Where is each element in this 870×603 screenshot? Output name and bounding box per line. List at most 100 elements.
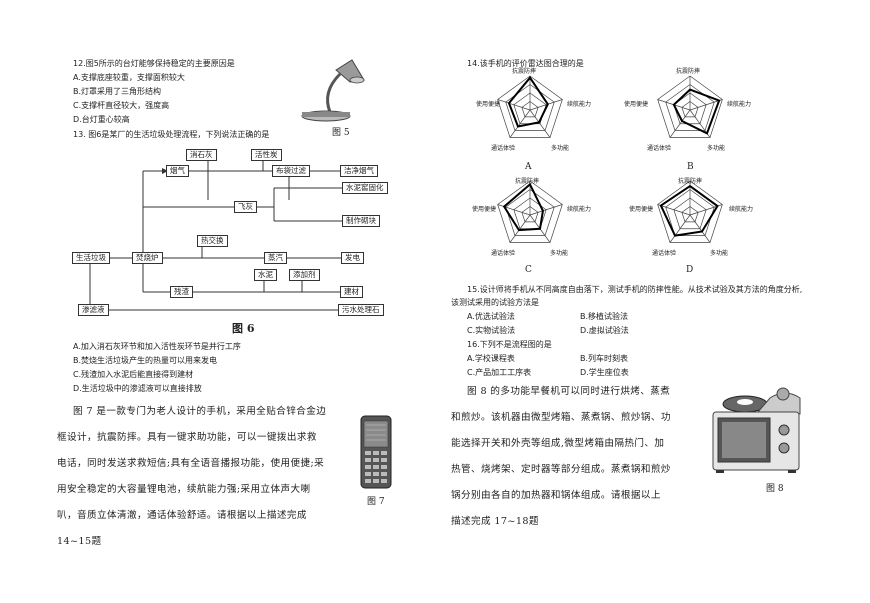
q15-option-d: D.虚拟试验法 [580, 326, 629, 335]
radar-d-axis-left: 使用便捷 [629, 206, 654, 213]
radar-c-axis-bottom-right: 多功能 [550, 250, 569, 257]
fig7-caption: 图 7 [367, 497, 385, 507]
radar-grid-ring [665, 189, 715, 236]
radar-spoke [669, 109, 691, 138]
q12-option-a: A.支撑底座较重，支撑面积较大 [73, 73, 185, 82]
passage7-line-6: 14~15题 [57, 536, 102, 547]
radar-a-axis-left: 使用便捷 [476, 101, 501, 108]
radar-grid-ring [673, 197, 707, 230]
passage8-line-6: 描述完成 17~18题 [451, 516, 539, 527]
radar-d-axis-bottom-right: 多功能 [710, 250, 729, 257]
q16-option-c: C.产品加工工序表 [467, 368, 532, 377]
flow-box-flue-gas: 烟气 [166, 165, 189, 177]
q16-option-b: B.列车时刻表 [580, 354, 629, 363]
flow-box-clean-flue-gas: 洁净烟气 [340, 165, 378, 177]
flow-box-power: 发电 [341, 252, 364, 264]
passage8-line-3: 能选择开关和外壳等组成,微型烤箱由隔热门、加 [451, 438, 665, 449]
radar-a-label: A [525, 162, 532, 172]
q15-option-c: C.实物试验法 [467, 326, 516, 335]
q15-option-b: B.移植试验法 [580, 312, 629, 321]
fig6-caption: 图 6 [232, 322, 255, 335]
passage8-line-1: 图 8 的多功能早餐机可以同时进行烘烤、蒸煮 [467, 386, 671, 397]
radar-rating-polygon [659, 184, 719, 237]
radar-spoke [657, 204, 691, 216]
flow-box-additive: 添加剂 [289, 269, 320, 281]
radar-grid-ring [681, 206, 699, 223]
q14-stem: 14.该手机的评价雷达图合理的是 [467, 59, 584, 68]
passage7-line-1: 图 7 是一款专门为老人设计的手机，采用全贴合锌合金边 [73, 406, 327, 417]
flow-box-furnace: 焚烧炉 [132, 252, 163, 264]
flow-box-building-material: 建材 [340, 286, 363, 298]
radar-grid-ring [497, 75, 563, 138]
radar-grid-ring [681, 101, 699, 118]
radar-grid-ring [505, 189, 555, 236]
radar-spoke [529, 214, 551, 243]
radar-spoke [529, 99, 563, 111]
radar-c-axis-top: 抗震防摔 [515, 178, 540, 185]
q12-option-b: B.灯罩采用了三角形结构 [73, 87, 162, 96]
radar-b-label: B [687, 162, 694, 172]
flow-box-slag: 残渣 [170, 286, 193, 298]
radar-spoke [497, 99, 531, 111]
radar-b-axis-bottom-right: 多功能 [707, 145, 726, 152]
flow-box-fly-ash: 飞灰 [234, 201, 257, 213]
flow-box-steam: 蒸汽 [264, 252, 287, 264]
radar-spoke [689, 204, 723, 216]
radar-b-axis-left: 使用便捷 [624, 101, 649, 108]
radar-grid-ring [505, 84, 555, 131]
flow-box-activated-carbon: 活性炭 [251, 149, 282, 161]
radar-spoke [509, 109, 531, 138]
radar-d-axis-top: 抗震防摔 [678, 178, 703, 185]
passage7-line-3: 电话，同时发送求救短信;具有全语音播报功能，使用便捷;采 [57, 458, 325, 469]
radar-rating-polygon [507, 76, 549, 128]
q13-stem: 13. 图6是某厂的生活垃圾处理流程，下列说法正确的是 [73, 130, 270, 139]
radar-rating-polygon [672, 88, 721, 135]
radar-spoke [529, 109, 551, 138]
q13-option-d: D.生活垃圾中的渗滤液可以直接排放 [73, 384, 202, 393]
q12-stem: 12.图5所示的台灯能够保持稳定的主要原因是 [73, 59, 235, 68]
q13-option-c: C.残渣加入水泥后能直接得到建材 [73, 370, 194, 379]
radar-spoke [669, 214, 691, 243]
radar-a-axis-bottom-left: 通话体验 [491, 145, 516, 152]
q15-stem-line-2: 该测试采用的试验方法是 [451, 298, 539, 307]
passage8-line-4: 热管、烧烤架、定时器等部分组成。蒸煮锅和煎炒 [451, 464, 671, 475]
flow-box-heat-exchange: 热交换 [197, 235, 228, 247]
radar-spoke [657, 99, 691, 111]
radar-b-axis-bottom-left: 通话体验 [647, 145, 672, 152]
passage7-line-5: 叭，音质立体清澈，通话体验舒适。请根据以上描述完成 [57, 510, 307, 521]
radar-a-axis-right: 续航能力 [567, 101, 592, 108]
flow-box-brick: 制作砌块 [342, 215, 380, 227]
flow-box-cement: 水泥 [254, 269, 277, 281]
radar-spoke [689, 214, 711, 243]
q15-option-a: A.优选试验法 [467, 312, 515, 321]
radar-grid-ring [513, 197, 547, 230]
flow-box-lime: 消石灰 [186, 149, 217, 161]
flow-box-garbage: 生活垃圾 [72, 252, 110, 264]
q16-stem: 16.下列不是流程图的是 [467, 340, 552, 349]
q16-option-a: A.学校课程表 [467, 354, 515, 363]
radar-spoke [689, 109, 711, 138]
radar-c-axis-bottom-left: 通话体验 [491, 250, 516, 257]
radar-grid-ring [513, 92, 547, 125]
radar-grid-ring [521, 101, 539, 118]
radar-chart-b [657, 75, 723, 138]
radar-d-axis-right: 续航能力 [729, 206, 754, 213]
radar-rating-polygon [502, 182, 544, 232]
radar-b-axis-top: 抗震防摔 [676, 68, 701, 75]
radar-a-axis-top: 抗震防摔 [512, 68, 537, 75]
q13-option-a: A.加入消石灰环节和加入活性炭环节是并行工序 [73, 342, 241, 351]
q13-option-b: B.焚烧生活垃圾产生的热量可以用来发电 [73, 356, 218, 365]
radar-c-label: C [525, 265, 532, 275]
radar-grid-ring [657, 75, 723, 138]
q16-option-d: D.学生座位表 [580, 368, 629, 377]
radar-spoke [509, 214, 531, 243]
radar-c-axis-right: 续航能力 [567, 206, 592, 213]
q12-option-c: C.支撑杆直径较大，强度高 [73, 101, 170, 110]
flow-box-cement-kiln: 水泥窖固化 [342, 182, 388, 194]
radar-chart-c [497, 180, 563, 243]
radar-grid-ring [657, 180, 723, 243]
radar-b-axis-right: 续航能力 [727, 101, 752, 108]
radar-c-axis-left: 使用便捷 [472, 206, 497, 213]
radar-spoke [497, 204, 531, 216]
radar-grid-ring [521, 206, 539, 223]
